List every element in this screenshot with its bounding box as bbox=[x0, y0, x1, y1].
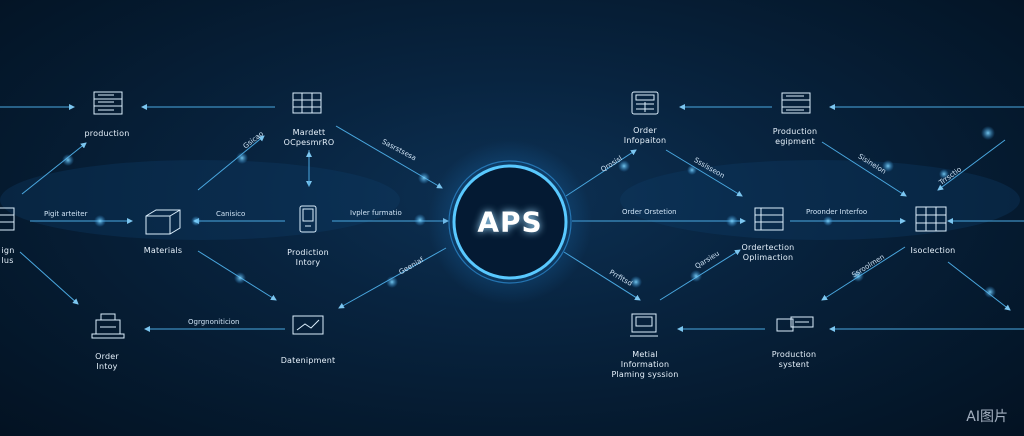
node-label-far-left: ign lus bbox=[1, 246, 15, 265]
glow-dot bbox=[414, 214, 426, 226]
node-label-production-inventory: Prodiction Intory bbox=[287, 248, 329, 267]
node-label-market-operation: Mardett OCpesmrRO bbox=[283, 128, 335, 147]
calculator-icon bbox=[631, 91, 659, 115]
edge-diag-b bbox=[197, 135, 265, 191]
glow-dot bbox=[236, 152, 248, 164]
node-label-production-equipment: Production egipment bbox=[772, 127, 818, 146]
glow-dot bbox=[690, 270, 702, 282]
glow-dot bbox=[234, 272, 246, 284]
chart-icon bbox=[292, 315, 324, 335]
node-label-isoclection: Isoclection bbox=[910, 246, 956, 255]
server-icon bbox=[781, 92, 811, 114]
node-label-production-system: Production systent bbox=[771, 350, 817, 369]
glow-dot bbox=[94, 215, 106, 227]
server-icon bbox=[915, 206, 947, 232]
edge-diag-a bbox=[21, 142, 87, 195]
glow-dot bbox=[62, 154, 74, 166]
edge-label-left: Pigit arteiter bbox=[44, 210, 88, 218]
edge-diag-h bbox=[665, 149, 743, 197]
edge-diag-k bbox=[821, 141, 907, 197]
edge-diag-d bbox=[19, 251, 79, 305]
glow-dot bbox=[418, 172, 430, 184]
device-icon bbox=[299, 205, 317, 233]
watermark: AI图片 bbox=[966, 409, 1008, 425]
glow-dot bbox=[882, 160, 894, 172]
glow-dot bbox=[630, 276, 642, 288]
server-icon bbox=[754, 207, 784, 231]
printer-icon bbox=[91, 313, 125, 339]
device-icon bbox=[776, 316, 814, 332]
monitor-icon bbox=[630, 313, 658, 337]
edge-label-inventory: Ivpler furmatio bbox=[350, 209, 402, 217]
server-icon bbox=[0, 207, 15, 231]
edge-label-bottom-left: Ogrgnoniticion bbox=[188, 318, 240, 326]
glow-dot bbox=[618, 160, 630, 172]
node-label-datenipment: Datenipment bbox=[280, 356, 336, 365]
glow-dot bbox=[386, 276, 398, 288]
node-label-material-planning: Metial Information Plaming syssion bbox=[611, 350, 679, 379]
server-icon bbox=[93, 91, 123, 115]
aps-hub-label: APS bbox=[477, 205, 543, 239]
edge-label-prouder-interface: Proonder Interfoo bbox=[806, 208, 868, 216]
edge-diag-n bbox=[947, 261, 1011, 311]
edge-label-materials: Canisico bbox=[216, 210, 246, 218]
glow-dot bbox=[852, 270, 864, 282]
glow-dot bbox=[726, 215, 738, 227]
node-icons bbox=[0, 91, 947, 339]
glow-dot bbox=[984, 286, 996, 298]
server-icon bbox=[292, 92, 322, 114]
glow-dot bbox=[687, 165, 697, 175]
glow-dot bbox=[823, 216, 833, 226]
edge-diag-l bbox=[821, 246, 906, 301]
glow-dot bbox=[191, 216, 201, 226]
box-icon bbox=[145, 209, 181, 235]
node-label-order-inventory: Order Intoy bbox=[95, 352, 119, 371]
node-label-materials: Materials bbox=[143, 246, 183, 255]
glow-dot bbox=[981, 126, 995, 140]
edge-diag-m bbox=[937, 139, 1006, 191]
glow-dots bbox=[62, 126, 996, 298]
edge-label-order-relation: Order Orstetion bbox=[622, 208, 677, 216]
node-label-order-optimization: Ordertection Oplimaction bbox=[741, 243, 795, 262]
aps-hub[interactable] bbox=[428, 140, 592, 304]
node-label-production: production bbox=[84, 129, 130, 138]
node-label-order-inspection: Order Infopaiton bbox=[623, 126, 667, 145]
glow-dot bbox=[939, 169, 949, 179]
